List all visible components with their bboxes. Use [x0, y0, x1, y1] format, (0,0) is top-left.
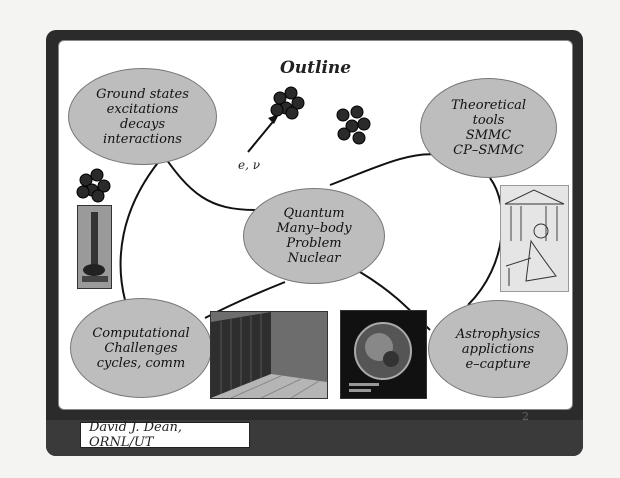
bubble-text: tools	[472, 113, 505, 128]
bubble-text: Nuclear	[287, 251, 341, 266]
bubble-ground-states: Ground states excitations decays interac…	[68, 68, 217, 165]
bubble-text: applictions	[461, 341, 535, 357]
bubble-quantum-many-body: Quantum Many–body Problem Nuclear	[243, 188, 385, 284]
bubble-text: Theoretical	[450, 98, 527, 113]
footer-author: David J. Dean, ORNL/UT	[80, 420, 250, 450]
bubble-text: Computational	[92, 325, 190, 341]
detector-photo	[77, 205, 112, 289]
bubble-text: Challenges	[104, 340, 178, 356]
bubble-text: Quantum	[283, 206, 345, 221]
slide-title: Outline	[280, 58, 352, 78]
bubble-text: interactions	[103, 131, 182, 147]
bubble-text: decays	[119, 116, 166, 132]
nucleus-cluster-icon	[336, 105, 371, 145]
bubble-text: SMMC	[465, 128, 512, 143]
bubble-theoretical-tools: Theoretical tools SMMC CP–SMMC	[420, 78, 557, 178]
arrow-label: e, ν	[238, 158, 261, 172]
simulation-photo	[340, 310, 427, 399]
bubble-text: CP–SMMC	[453, 143, 524, 158]
bubble-text: Many–body	[276, 221, 352, 236]
supercomputer-photo	[210, 311, 328, 399]
bubble-text: excitations	[106, 101, 179, 117]
scholar-engraving	[500, 185, 569, 292]
bubble-astrophysics: Astrophysics applictions e–capture	[428, 300, 568, 398]
bubble-text: Astrophysics	[455, 326, 541, 342]
bubble-text: Ground states	[96, 86, 189, 102]
bubble-text: Problem	[286, 236, 342, 251]
bubble-text: cycles, comm	[96, 355, 186, 371]
page-number: 2	[522, 410, 529, 423]
nucleus-cluster-icon	[76, 168, 111, 203]
bubble-text: e–capture	[465, 356, 531, 372]
bubble-computational: Computational Challenges cycles, comm	[70, 298, 212, 398]
nucleus-cluster-icon	[270, 86, 305, 120]
arrow-icon	[247, 117, 277, 153]
